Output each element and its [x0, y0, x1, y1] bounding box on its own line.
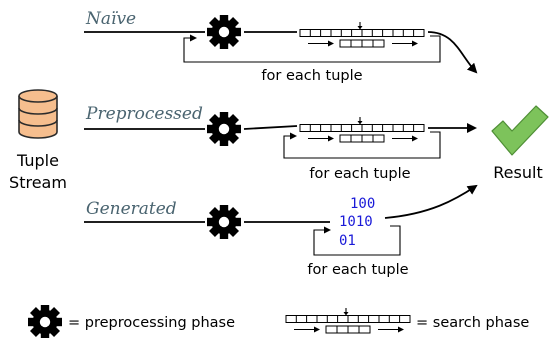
search-array-icon [299, 21, 425, 48]
gear-icon [207, 112, 241, 146]
legend-search-label: = search phase [416, 315, 529, 331]
row-naive: Naïve for each tuple [84, 9, 478, 84]
legend: = preprocessing phase = search phase [28, 305, 529, 338]
row-generated: Generated 100 1010 01 for each tuple [84, 184, 478, 278]
gear-icon [207, 15, 241, 49]
legend-gear-label: = preprocessing phase [68, 315, 235, 331]
source-label-line2: Stream [9, 173, 67, 192]
bits-line-2: 1010 [339, 214, 373, 230]
row-preprocessed: Preprocessed for each tuple [84, 104, 477, 182]
source-label-line1: Tuple [16, 151, 59, 170]
bits-line-3: 01 [339, 233, 356, 249]
gear-icon [28, 305, 62, 338]
loop-label-generated: for each tuple [307, 262, 408, 278]
row-label-generated: Generated [86, 199, 177, 219]
search-array-icon [299, 116, 425, 143]
bits-line-1: 100 [350, 196, 375, 212]
row-label-preprocessed: Preprocessed [85, 104, 203, 124]
checkmark-icon [491, 105, 549, 156]
row-label-naive: Naïve [85, 9, 136, 29]
database-icon [18, 89, 58, 139]
result-label: Result [493, 163, 542, 182]
search-array-icon [285, 307, 411, 334]
loop-label-naive: for each tuple [261, 68, 362, 84]
gear-icon [207, 205, 241, 239]
loop-label-preprocessed: for each tuple [309, 166, 410, 182]
